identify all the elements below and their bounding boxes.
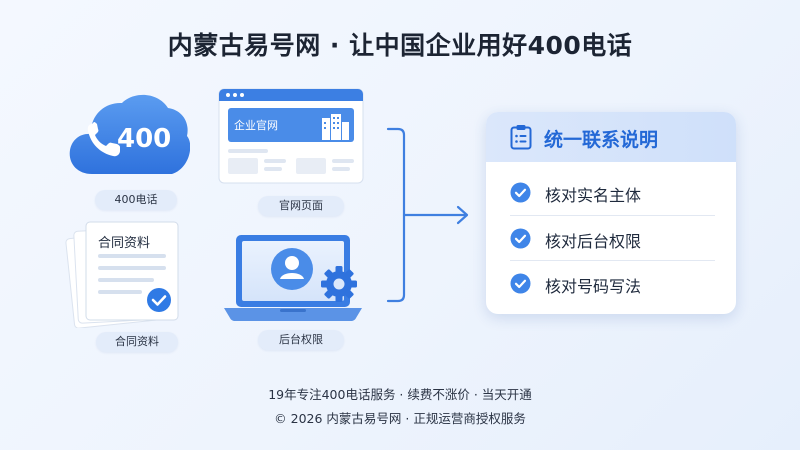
list-item-label: 核对后台权限 xyxy=(545,232,642,251)
laptop-backend-icon xyxy=(222,232,364,324)
website-window-icon xyxy=(218,88,364,184)
card-header: 统一联系说明 xyxy=(486,112,736,162)
contact-info-card: 统一联系说明 核对实名主体 核对后台权限 核对号码写法 xyxy=(486,112,736,314)
merge-arrow-icon xyxy=(382,125,474,305)
footer-copyright: © 2026 内蒙古易号网 · 正规运营商授权服务 xyxy=(274,411,526,426)
contract-label: 合同资料 xyxy=(96,332,178,352)
list-item: 核对实名主体 xyxy=(486,170,736,214)
list-item-label: 核对号码写法 xyxy=(545,277,642,296)
check-circle-icon xyxy=(510,182,531,207)
contract-document-icon xyxy=(62,220,192,329)
phone-number-text: 400 xyxy=(117,124,172,154)
list-item: 核对后台权限 xyxy=(486,216,736,260)
card-title: 统一联系说明 xyxy=(544,129,659,151)
divider xyxy=(510,215,715,216)
phone-label: 400电话 xyxy=(95,190,177,210)
contract-doc-title: 合同资料 xyxy=(98,236,151,251)
page-title: 内蒙古易号网 · 让中国企业用好400电话 xyxy=(167,31,633,60)
backend-label: 后台权限 xyxy=(258,330,344,350)
footer-tagline: 19年专注400电话服务 · 续费不涨价 · 当天开通 xyxy=(268,387,532,402)
phone-cloud-icon xyxy=(66,86,191,180)
list-item: 核对号码写法 xyxy=(486,261,736,305)
website-label: 官网页面 xyxy=(258,196,344,216)
divider xyxy=(510,260,715,261)
check-circle-icon xyxy=(510,228,531,253)
check-circle-icon xyxy=(510,273,531,298)
list-item-label: 核对实名主体 xyxy=(545,186,642,205)
website-banner-text: 企业官网 xyxy=(234,119,278,132)
clipboard-icon xyxy=(510,124,532,154)
